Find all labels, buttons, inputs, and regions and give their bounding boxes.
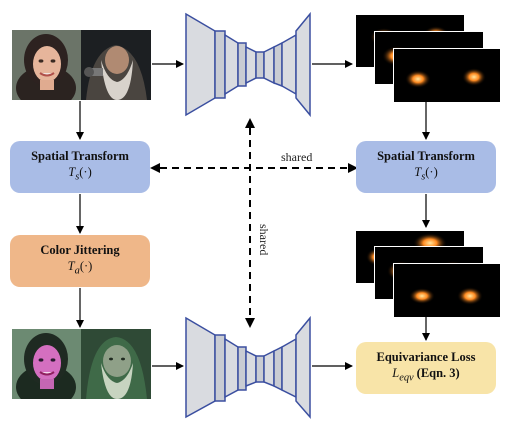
shared-horizontal-label: shared — [281, 150, 313, 164]
spatial-transform-right-formula: Ts(·) — [414, 164, 438, 186]
spatial-transform-left-title: Spatial Transform — [31, 148, 129, 163]
spatial-transform-left-formula: Ts(·) — [68, 164, 92, 186]
spatial-transform-box-right: Spatial Transform Ts(·) — [356, 141, 496, 193]
color-jittering-box: Color Jittering Ta(·) — [10, 235, 150, 287]
formula-arg: (·) — [79, 258, 93, 273]
spatial-transform-right-title: Spatial Transform — [377, 148, 475, 163]
shared-vertical-label: shared — [257, 224, 271, 256]
formula-subscript: eqv — [399, 372, 414, 384]
formula-symbol: T — [67, 258, 75, 273]
heatmap-top-3 — [393, 48, 501, 103]
shared-vertical-dashed-arrow — [245, 118, 255, 328]
formula-symbol: T — [414, 164, 422, 179]
formula-subscript: s — [421, 171, 426, 183]
color-jittering-title: Color Jittering — [40, 242, 120, 257]
shared-horizontal-dashed-arrow — [150, 163, 358, 173]
formula-subscript: a — [74, 265, 80, 277]
jittered-photo-woman — [12, 329, 81, 399]
input-photo-woman — [12, 30, 81, 100]
color-jittering-formula: Ta(·) — [68, 258, 93, 280]
formula-arg: (·) — [79, 164, 92, 179]
top-network-icon — [185, 11, 311, 118]
jittered-photo-man — [81, 329, 151, 399]
formula-symbol: L — [392, 365, 400, 380]
equivariance-loss-title: Equivariance Loss — [376, 349, 476, 364]
input-photo-man — [81, 30, 151, 100]
bottom-network-icon — [185, 315, 311, 419]
formula-subscript: s — [75, 171, 80, 183]
equivariance-loss-box: Equivariance Loss Leqv(Eqn. 3) — [356, 342, 496, 394]
heatmap-bottom-3 — [393, 263, 501, 318]
equivariance-loss-formula: Leqv(Eqn. 3) — [392, 365, 459, 387]
formula-reference: (Eqn. 3) — [416, 365, 460, 380]
formula-arg: (·) — [425, 164, 438, 179]
formula-symbol: T — [68, 164, 76, 179]
spatial-transform-box-left: Spatial Transform Ts(·) — [10, 141, 150, 193]
